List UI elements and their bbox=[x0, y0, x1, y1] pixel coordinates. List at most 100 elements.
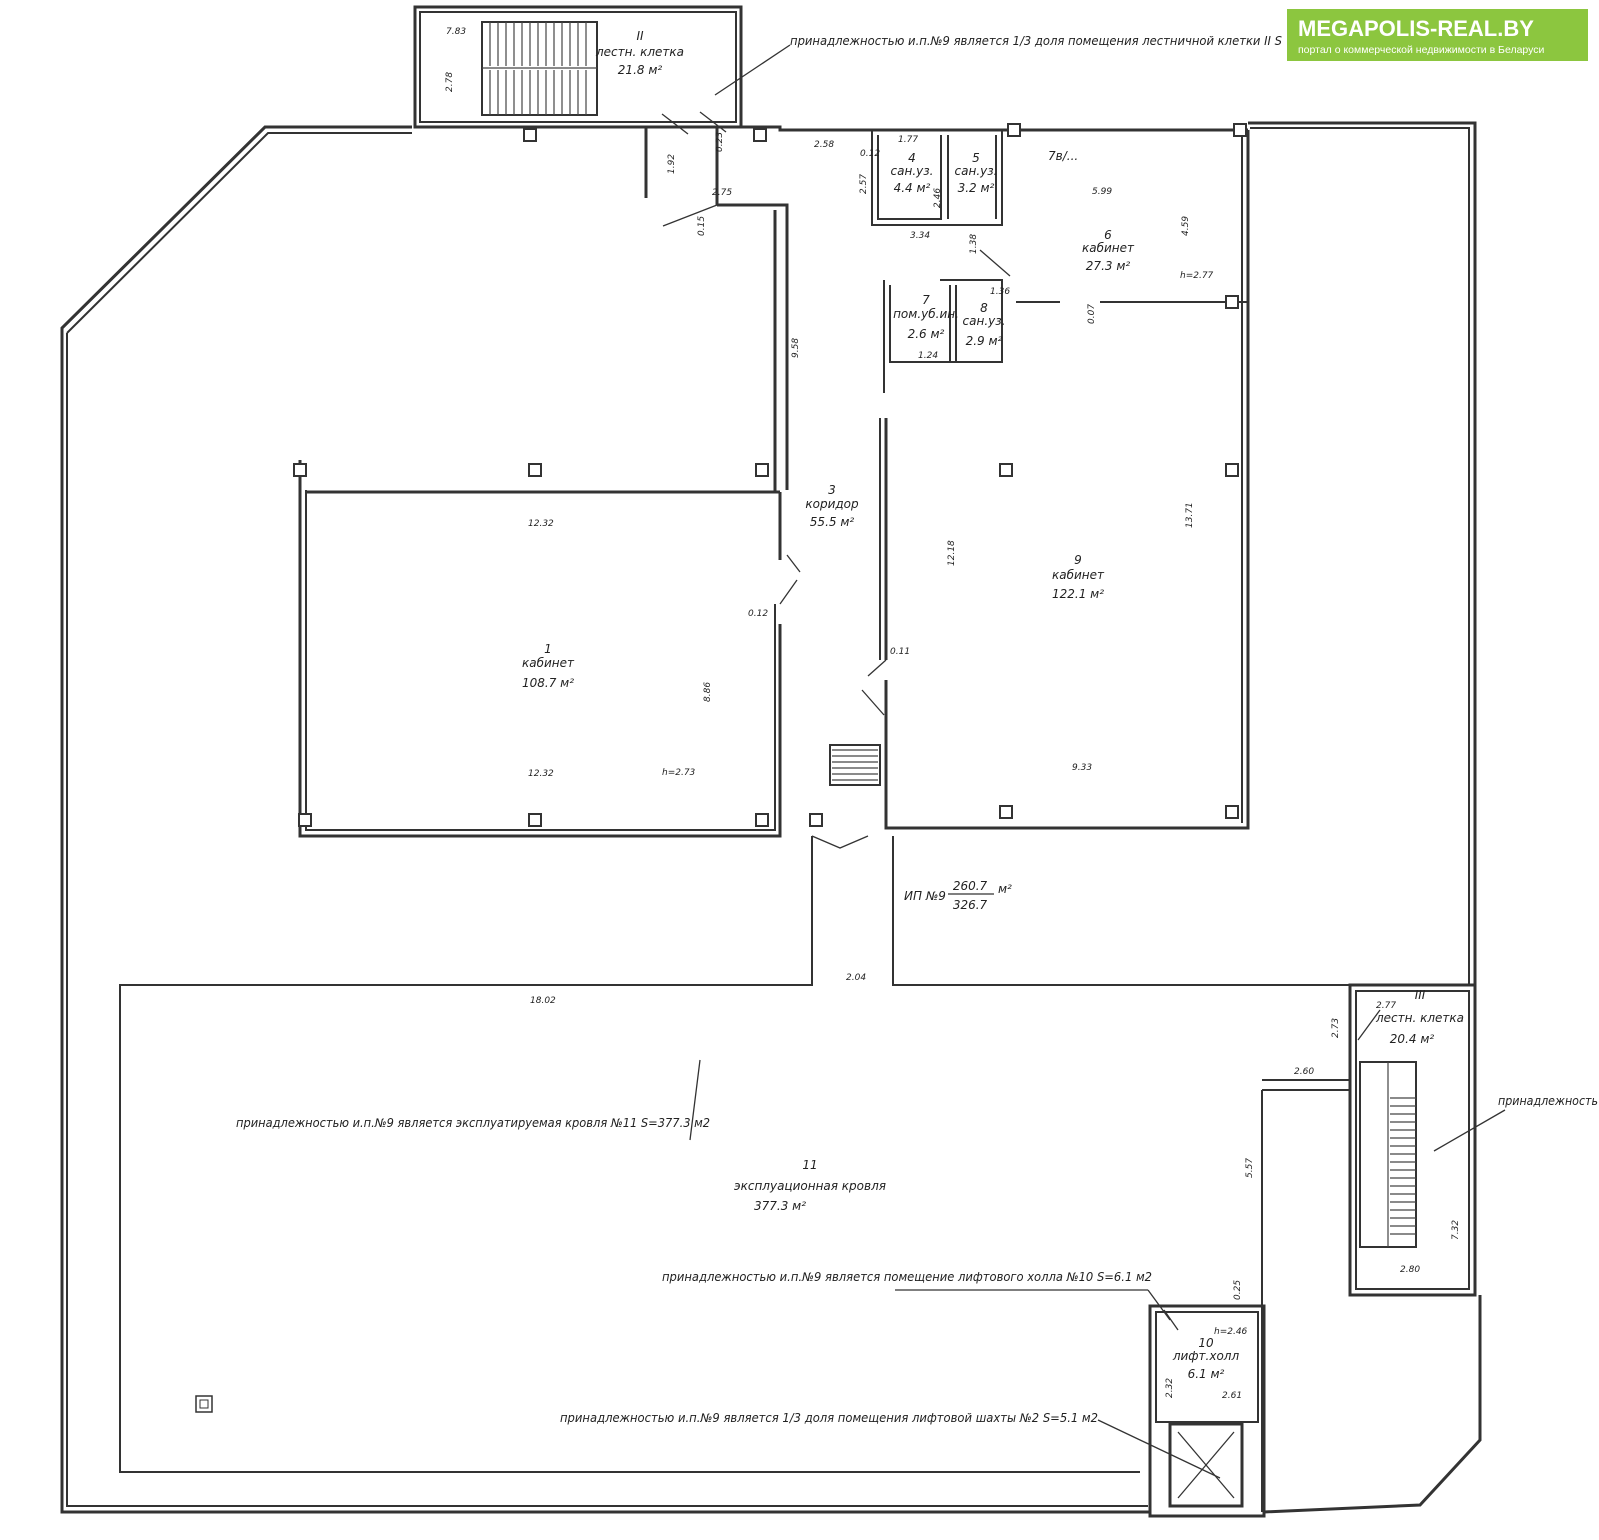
stair-iii-steps bbox=[1387, 1062, 1416, 1247]
dim: 2.57 bbox=[859, 174, 869, 194]
dim: 2.78 bbox=[445, 72, 455, 92]
ip9-unit: м² bbox=[998, 882, 1012, 896]
room-6-name: кабинет bbox=[1082, 241, 1135, 255]
dim: 12.32 bbox=[528, 769, 554, 779]
dim: 1.92 bbox=[667, 154, 677, 174]
column bbox=[755, 463, 769, 477]
ip9-label: ИП №9 bbox=[904, 889, 946, 903]
room-1-area: 108.7 м² bbox=[522, 676, 574, 690]
height-room-10: h=2.46 bbox=[1214, 1327, 1248, 1337]
column bbox=[1225, 805, 1239, 819]
watermark-title: MEGAPOLIS-REAL.BY bbox=[1298, 16, 1534, 41]
dim: 0.23 bbox=[715, 132, 725, 152]
dim: 1.38 bbox=[969, 234, 979, 254]
ip9-numerator: 260.7 bbox=[953, 879, 988, 893]
note-right: принадлежность bbox=[1498, 1094, 1598, 1108]
stair-ii-name: лестн. клетка bbox=[595, 45, 684, 59]
dim: 12.32 bbox=[528, 519, 554, 529]
room-9-num: 9 bbox=[1074, 553, 1082, 567]
room-8-num: 8 bbox=[980, 301, 988, 315]
columns bbox=[293, 123, 1247, 827]
stair-ii-steps bbox=[489, 22, 587, 115]
watermark-background bbox=[1287, 9, 1588, 61]
room-11-name: эксплуационная кровля bbox=[734, 1179, 886, 1193]
watermark-badge: MEGAPOLIS-REAL.BY портал о коммерческой … bbox=[1287, 9, 1588, 61]
dim: 9.58 bbox=[791, 338, 801, 358]
dim: 2.32 bbox=[1165, 1378, 1175, 1398]
column bbox=[753, 128, 767, 142]
marker-square bbox=[195, 1395, 213, 1413]
dim: 4.59 bbox=[1181, 216, 1191, 236]
stair-iii-name: лестн. клетка bbox=[1375, 1011, 1464, 1025]
dim: 12.18 bbox=[947, 540, 957, 566]
room-4-name: сан.уз. bbox=[891, 164, 934, 178]
column bbox=[755, 813, 769, 827]
corridor-steps bbox=[832, 749, 878, 781]
dim: 5.57 bbox=[1245, 1158, 1255, 1178]
room-10-num: 10 bbox=[1198, 1336, 1214, 1350]
room-11-area: 377.3 м² bbox=[754, 1199, 806, 1213]
note-leaders bbox=[689, 44, 1506, 1479]
column bbox=[528, 813, 542, 827]
room-3-num: 3 bbox=[828, 483, 836, 497]
dim: 18.02 bbox=[530, 996, 556, 1006]
height-room-1: h=2.73 bbox=[662, 768, 696, 778]
outer-walls bbox=[60, 121, 1482, 1514]
marker-square-inner bbox=[199, 1399, 209, 1409]
column bbox=[523, 128, 537, 142]
ip9-denominator: 326.7 bbox=[953, 898, 988, 912]
dim: 0.07 bbox=[1087, 304, 1097, 324]
room-5-area: 3.2 м² bbox=[958, 181, 995, 195]
column bbox=[809, 813, 823, 827]
watermark-subtitle: портал о коммерческой недвижимости в Бел… bbox=[1298, 44, 1545, 56]
room-1-name: кабинет bbox=[522, 656, 575, 670]
room-1-num: 1 bbox=[544, 642, 552, 656]
dim: 2.60 bbox=[1294, 1067, 1314, 1077]
door-swings bbox=[661, 111, 1381, 1331]
dim: 1.36 bbox=[990, 287, 1010, 297]
dim: 2.61 bbox=[1222, 1391, 1242, 1401]
room-4-num: 4 bbox=[908, 151, 916, 165]
column bbox=[528, 463, 542, 477]
note-lift-hall: принадлежностью и.п.№9 является помещени… bbox=[662, 1270, 1152, 1284]
dim: 1.77 bbox=[898, 135, 918, 145]
stair-iii-area: 20.4 м² bbox=[1390, 1032, 1435, 1046]
dim: 3.34 bbox=[910, 231, 930, 241]
dim: 2.46 bbox=[933, 188, 943, 208]
column bbox=[1225, 463, 1239, 477]
dim: 2.58 bbox=[814, 140, 834, 150]
room-3-name: коридор bbox=[805, 497, 859, 511]
column bbox=[298, 813, 312, 827]
room-9-name: кабинет bbox=[1052, 568, 1105, 582]
note-roof: принадлежностью и.п.№9 является эксплуат… bbox=[236, 1116, 710, 1130]
room-11-num: 11 bbox=[802, 1158, 817, 1172]
dim: 1.24 bbox=[918, 351, 938, 361]
room-3-area: 55.5 м² bbox=[810, 515, 855, 529]
column bbox=[999, 463, 1013, 477]
handwritten-mark: 7в/... bbox=[1048, 149, 1078, 163]
dim: 2.73 bbox=[1331, 1018, 1341, 1038]
column bbox=[1233, 123, 1247, 137]
column bbox=[293, 463, 307, 477]
dim: 2.77 bbox=[1376, 1001, 1396, 1011]
room-4-area: 4.4 м² bbox=[894, 181, 931, 195]
room-8-name: сан.уз. bbox=[963, 314, 1006, 328]
dim: 8.86 bbox=[703, 682, 713, 702]
room-7-num: 7 bbox=[922, 293, 930, 307]
column bbox=[999, 805, 1013, 819]
room-10-area: 6.1 м² bbox=[1188, 1367, 1225, 1381]
room-5-num: 5 bbox=[972, 151, 980, 165]
room-5-name: сан.уз. bbox=[955, 164, 998, 178]
dim: 5.99 bbox=[1092, 187, 1112, 197]
stair-iii-num: III bbox=[1415, 988, 1426, 1002]
room-7-name: пом.уб.ин. bbox=[893, 307, 959, 321]
room-labels: II лестн. клетка 21.8 м² 1 кабинет 108.7… bbox=[522, 29, 1464, 1381]
room-6-num: 6 bbox=[1104, 228, 1112, 242]
dim: 0.12 bbox=[748, 609, 768, 619]
stair-ii-area: 21.8 м² bbox=[618, 63, 663, 77]
dim: 0.15 bbox=[697, 216, 707, 236]
stair-ii-num: II bbox=[636, 29, 644, 43]
dim: 7.83 bbox=[446, 27, 466, 37]
room-9-area: 122.1 м² bbox=[1052, 587, 1104, 601]
